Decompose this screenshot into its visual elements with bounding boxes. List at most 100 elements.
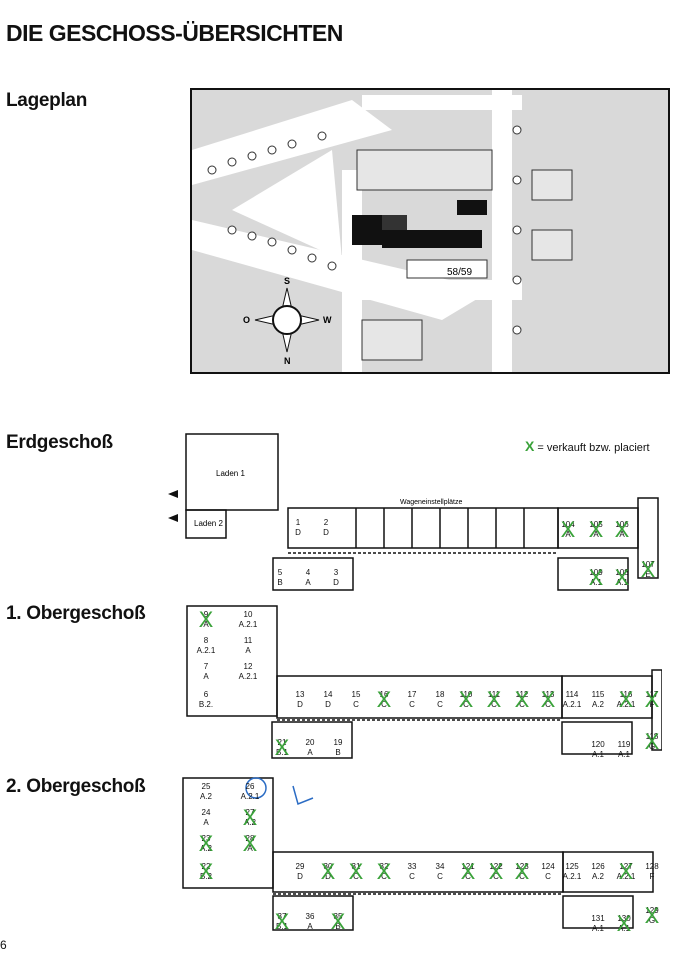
unit-number: 37	[277, 912, 287, 921]
page-number: 6	[0, 938, 7, 952]
unit-type: C	[545, 872, 551, 881]
sold-mark: X	[644, 687, 660, 712]
legend-text: = verkauft bzw. placiert	[537, 442, 650, 454]
unit-type: A	[565, 530, 571, 539]
unit-number: 29	[295, 862, 305, 871]
unit-number: 22	[201, 862, 211, 871]
unit-type: A.2	[199, 844, 212, 853]
unit-type: C	[409, 872, 415, 881]
unit-type: A.2.1	[562, 872, 582, 881]
unit-type: A.1	[589, 578, 602, 587]
unit-number: 113	[541, 690, 555, 699]
unit-type: F	[649, 872, 655, 881]
unit-type: B.1	[275, 748, 288, 757]
compass-n: N	[284, 356, 291, 366]
unit-number: 111	[487, 690, 501, 699]
site-map-drawing: S N O W 58/59	[192, 90, 573, 372]
unit-type: D	[297, 700, 303, 709]
sold-mark: X	[588, 517, 604, 542]
sold-mark: X	[618, 859, 634, 884]
unit-number: 21	[277, 738, 287, 747]
unit-type: D	[295, 528, 301, 537]
sold-mark: X	[486, 687, 502, 712]
unit-type: C	[353, 872, 359, 881]
unit-number: 115	[591, 690, 605, 699]
unit-type: A	[593, 530, 599, 539]
unit-number: 131	[591, 914, 605, 923]
unit-number: 127	[619, 862, 633, 871]
unit-number: 124	[541, 862, 555, 871]
sold-mark: X	[376, 687, 392, 712]
unit-number: 15	[351, 690, 361, 699]
unit-type: B.2	[199, 872, 212, 881]
unit-type: D	[325, 872, 331, 881]
unit-number: 4	[305, 568, 311, 577]
unit-type: A.2	[591, 872, 604, 881]
unit-type: C	[519, 700, 525, 709]
unit-number: 11	[243, 636, 253, 645]
annotation-mark	[292, 785, 314, 806]
sold-mark: X	[460, 859, 476, 884]
compass-w: W	[323, 315, 332, 325]
sold-mark: X	[330, 909, 346, 934]
plan-erdgeschoss: Laden 1 Laden 2 Wageneinstellplätze	[168, 432, 662, 602]
sold-mark: X	[198, 607, 214, 632]
sold-mark: X	[514, 859, 530, 884]
unit-type: A.2	[243, 818, 256, 827]
annotation-circle	[245, 777, 267, 799]
section-erdgeschoss: Erdgeschoß	[6, 432, 113, 453]
unit-number: 17	[407, 690, 417, 699]
unit-type: A	[307, 922, 313, 931]
page-title: DIE GESCHOSS-ÜBERSICHTEN	[6, 20, 343, 46]
sold-mark: X	[618, 687, 634, 712]
sold-mark: X	[242, 831, 258, 856]
unit-number: 34	[435, 862, 445, 871]
sold-mark: X	[458, 687, 474, 712]
unit-type: A.2.1	[196, 646, 216, 655]
sold-mark: X	[348, 859, 364, 884]
laden1-label: Laden 1	[216, 469, 245, 478]
unit-type: C	[409, 700, 415, 709]
unit-number: 118	[645, 732, 659, 741]
building-label: 58/59	[447, 267, 472, 278]
unit-number: 19	[333, 738, 343, 747]
unit-number: 126	[591, 862, 605, 871]
unit-number: 112	[515, 690, 529, 699]
unit-type: A	[203, 672, 209, 681]
unit-number: 24	[201, 808, 211, 817]
sold-mark: X	[644, 729, 660, 754]
sold-mark: X	[320, 859, 336, 884]
unit-number: 10	[243, 610, 253, 619]
unit-number: 130	[617, 914, 631, 923]
sold-mark: X	[614, 565, 630, 590]
unit-type: A	[203, 620, 209, 629]
unit-type: A	[247, 844, 253, 853]
unit-type: C	[381, 872, 387, 881]
unit-type: A.1	[591, 750, 604, 759]
